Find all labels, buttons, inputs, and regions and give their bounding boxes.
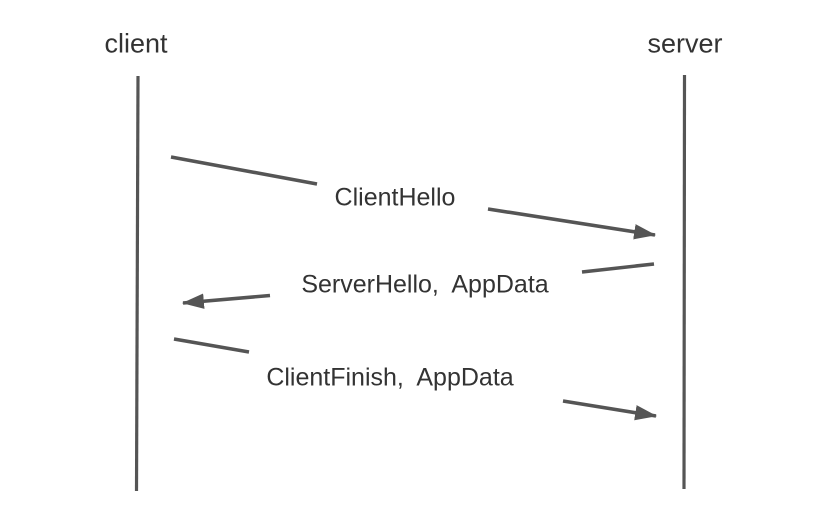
server-lifeline [682, 74, 687, 490]
msg1-arrow [487, 207, 657, 240]
msg3-line-start [173, 337, 250, 354]
actor-label-client: client [104, 28, 168, 59]
msg2-line-start [581, 262, 655, 274]
message-label-serverhello-appdata: ServerHello, AppData [301, 270, 549, 299]
message-label-clientfinish-appdata: ClientFinish, AppData [266, 363, 514, 392]
msg3-arrow [562, 399, 658, 421]
message-label-clienthello: ClientHello [334, 183, 456, 212]
msg1-line-start [170, 155, 318, 186]
msg2-arrow [181, 293, 271, 309]
actor-label-server: server [647, 28, 723, 59]
client-lifeline [134, 75, 140, 492]
